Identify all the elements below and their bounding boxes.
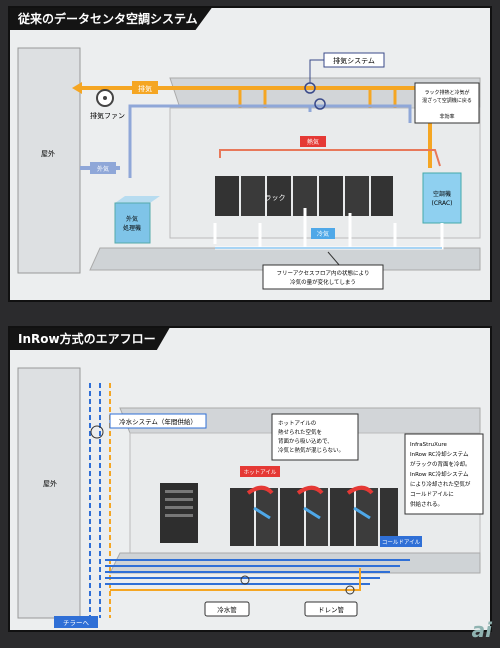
exhaust-arrow-label-box (132, 81, 158, 94)
drain-pipe-label: ドレン管 (318, 605, 345, 614)
chilled-valve-icon (240, 575, 250, 585)
outside-air-box (90, 162, 116, 174)
cooling-system-box (109, 413, 207, 429)
infra-note-2: InRow RC冷却システム (410, 450, 469, 458)
hot-air-path (219, 149, 441, 167)
hot-aisle-note-2: 熱せられた空気を (278, 428, 322, 436)
fan-hub (103, 96, 107, 100)
hot-exhaust-box (300, 136, 326, 147)
floor-note-2: 冷気の量が変化してしまう (290, 278, 356, 286)
pipe-valve-icon (90, 425, 104, 439)
exhaust-system-leader (309, 59, 324, 83)
vertical-chilled-pipes (89, 383, 101, 618)
crac-label-2: (CRAC) (432, 200, 453, 207)
mixing-note-box (414, 82, 480, 124)
exhaust-system-label: 排気システム (333, 56, 375, 65)
floor-note-leader (327, 251, 341, 267)
exhaust-arrow-label: 排気 (138, 84, 152, 93)
drain-valve-icon (345, 585, 355, 595)
rack-slot (165, 498, 193, 501)
floor-note-box (262, 264, 384, 290)
infra-note-5: により冷却された空気が (410, 480, 471, 488)
supply-valve (314, 98, 326, 110)
panel-title: 従来のデータセンタ空調システム (10, 8, 212, 30)
cold-air-box (311, 228, 335, 239)
exhaust-fan-label: 排気ファン (90, 111, 125, 120)
chiller-label: チラーへ (63, 619, 90, 627)
chiller-box (54, 616, 98, 628)
outdoor-wall-2 (17, 367, 81, 619)
site-watermark: ai (471, 618, 492, 642)
rack-slot (165, 490, 193, 493)
hot-aisle-box (240, 466, 280, 477)
outside-air-label: 外気 (97, 165, 109, 173)
exhaust-drops (238, 88, 397, 108)
exhaust-system-box (323, 52, 385, 68)
mixing-note-3: 非効率 (439, 113, 454, 120)
outside-air-unit (114, 202, 151, 244)
rack-slot (165, 514, 193, 517)
underfloor-chilled-pipes (105, 559, 410, 585)
rack-label: ラック (265, 194, 286, 202)
infra-note-4: InRow RC冷却システム (410, 470, 469, 478)
inrow-airflow-panel: InRow方式のエアフロー 屋外 冷水システム（年間供給） (8, 326, 492, 632)
drain-pipe-box (304, 601, 358, 617)
cold-aisle-label: コールドアイル (382, 539, 421, 546)
cold-air-arrows (253, 506, 371, 520)
air-unit-top (115, 196, 160, 203)
cold-air-label: 冷気 (317, 230, 329, 238)
air-unit-label-1: 外気 (126, 215, 138, 223)
hot-exhaust-label: 熱気 (307, 138, 319, 146)
cold-aisle-box (380, 536, 422, 547)
infra-note-6: コールドアイルに (410, 491, 454, 498)
crac-label-1: 空調機 (433, 190, 451, 198)
infra-note-3: がラックの背面を冷却。 (410, 460, 471, 468)
infra-note-1: InfraStruXure (410, 442, 447, 448)
underfloor-drain-pipe (110, 568, 361, 591)
mixing-note-2: 混ざって空調機に戻る (422, 97, 472, 104)
floor-note-1: フリーアクセスフロア内の状態により (277, 269, 370, 277)
infra-note-7: 供給される。 (410, 500, 443, 508)
hot-aisle-label: ホットアイル (244, 469, 277, 476)
traditional-airflow-diagram: 排気 排気システム 排気ファン 屋外 外気 外気 処理機 熱気 (17, 47, 481, 290)
rack-slot (165, 506, 193, 509)
chilled-pipe-box (204, 601, 250, 617)
exhaust-arrow-head (72, 82, 82, 94)
rack-row (215, 176, 393, 216)
cooling-system-label: 冷水システム（年間供給） (119, 417, 197, 426)
air-unit-label-2: 処理機 (123, 224, 141, 232)
hot-air-arcs (246, 485, 374, 495)
outside-label: 屋外 (41, 149, 55, 158)
hot-aisle-note-4: 冷気と熱気が混じらない。 (278, 446, 344, 454)
hot-aisle-note-box (271, 413, 359, 461)
outside-label-2: 屋外 (43, 479, 57, 488)
inrow-airflow-diagram: 屋外 冷水システム（年間供給） ホットアイル (17, 367, 484, 628)
traditional-cooling-panel: 従来のデータセンタ空調システム 排気 排気システム 排気ファン 屋外 外気 外気 (8, 6, 492, 302)
floor-2 (109, 552, 481, 574)
hot-aisle-note-1: ホットアイルの (278, 420, 316, 427)
mixing-note-1: ラック排熱と冷気が (424, 89, 469, 96)
outdoor-wall (17, 47, 81, 274)
supply-duct (128, 104, 412, 178)
hot-aisle-note-3: 背面から吸い込めで、 (278, 437, 333, 445)
crac-unit (422, 172, 462, 224)
infra-note-box (404, 433, 484, 515)
panel-title-2: InRow方式のエアフロー (10, 328, 170, 350)
chilled-pipe-label: 冷水管 (217, 605, 237, 614)
